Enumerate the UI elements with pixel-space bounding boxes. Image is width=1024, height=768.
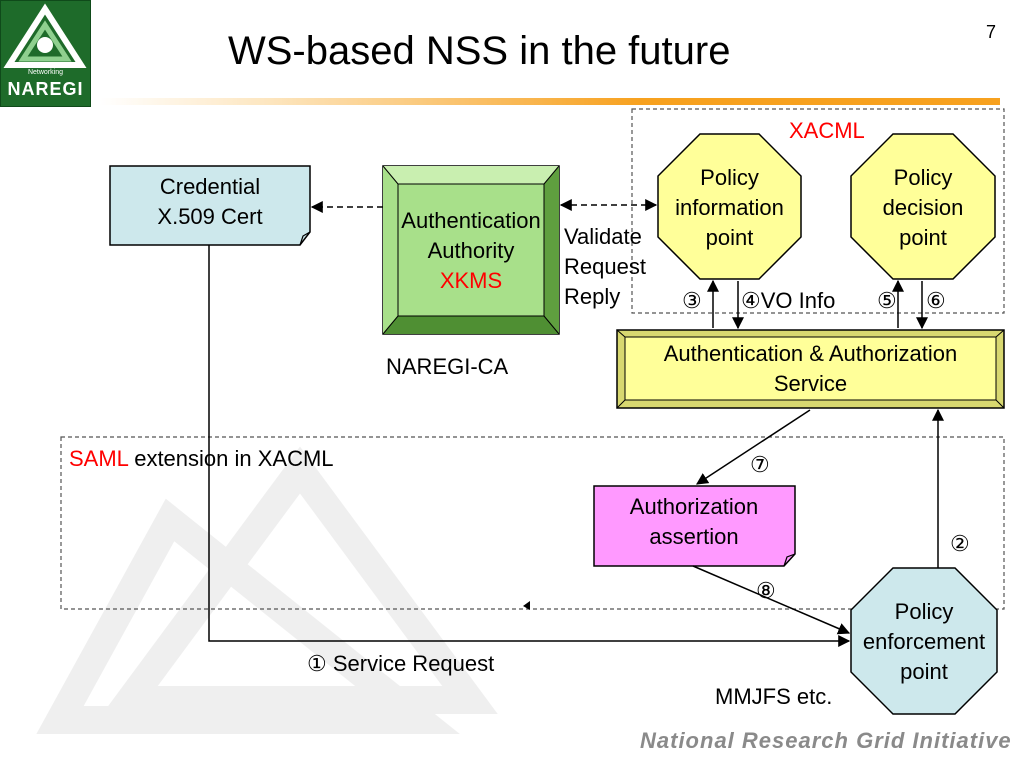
authority-line2: Authority bbox=[427, 238, 515, 263]
pdp-line1: Policy bbox=[893, 165, 953, 190]
pep-line2: enforcement bbox=[862, 629, 986, 654]
step1-label: ① Service Request bbox=[307, 651, 495, 676]
step4-label: ④VO Info bbox=[741, 288, 836, 313]
credential-line1: Credential bbox=[159, 174, 261, 199]
edge-step1 bbox=[208, 245, 851, 647]
slide-title: WS-based NSS in the future bbox=[228, 29, 731, 73]
authority-line3: XKMS bbox=[439, 268, 503, 293]
aas-line1: Authentication & Authorization bbox=[663, 341, 958, 366]
triangle-logo-icon bbox=[3, 3, 87, 68]
pdp-text: Policy decision point bbox=[851, 163, 995, 253]
pdp-octagon bbox=[850, 133, 996, 280]
pep-caption: MMJFS etc. bbox=[715, 684, 833, 709]
authority-caption: NAREGI-CA bbox=[386, 354, 509, 379]
pep-octagon bbox=[850, 567, 998, 715]
validate-line1: Validate bbox=[564, 224, 642, 249]
validate-label: Validate Request Reply bbox=[564, 222, 646, 312]
xacml-region bbox=[631, 108, 1005, 314]
aas-line2: Service bbox=[773, 371, 848, 396]
pip-line2: information bbox=[675, 195, 784, 220]
pdp-line2: decision bbox=[882, 195, 964, 220]
assertion-text: Authorization assertion bbox=[594, 492, 794, 552]
pip-line1: Policy bbox=[700, 165, 759, 190]
saml-region bbox=[60, 436, 1005, 610]
pdp-line3: point bbox=[899, 225, 947, 250]
page-number: 7 bbox=[986, 22, 997, 42]
pep-line3: point bbox=[900, 659, 948, 684]
pip-text: Policy information point bbox=[658, 163, 801, 253]
saml-label: SAML extension in XACML bbox=[69, 444, 334, 474]
saml-label-red: SAML bbox=[69, 446, 129, 471]
authority-text: Authentication Authority XKMS bbox=[383, 206, 559, 296]
step3-label: ③ bbox=[682, 288, 702, 313]
assertion-box bbox=[593, 485, 796, 567]
assertion-line2: assertion bbox=[649, 524, 739, 549]
xacml-label: XACML bbox=[789, 118, 865, 143]
pip-line3: point bbox=[705, 225, 754, 250]
logo-tagline: Networking bbox=[27, 69, 63, 76]
validate-line3: Reply bbox=[564, 284, 621, 309]
credential-box bbox=[109, 165, 311, 246]
step8-label: ⑧ bbox=[756, 578, 776, 603]
validate-line2: Request bbox=[564, 254, 646, 279]
credential-text: Credential X.509 Cert bbox=[110, 172, 310, 232]
aas-box bbox=[616, 329, 1005, 409]
stray-arrowhead bbox=[523, 601, 530, 610]
watermark-graphic bbox=[36, 446, 498, 734]
edge-step8 bbox=[692, 565, 851, 635]
pip-octagon bbox=[657, 133, 802, 280]
pep-text: Policy enforcement point bbox=[851, 597, 997, 687]
assertion-line1: Authorization bbox=[629, 494, 759, 519]
title-rule bbox=[100, 98, 1000, 105]
step6-label: ⑥ bbox=[926, 288, 946, 313]
footer-text: National Research Grid Initiative bbox=[640, 728, 1012, 753]
credential-line2: X.509 Cert bbox=[157, 204, 263, 229]
authority-line1: Authentication bbox=[401, 208, 541, 233]
step5-label: ⑤ bbox=[877, 288, 897, 313]
step7-label: ⑦ bbox=[750, 452, 770, 477]
naregi-logo: Networking NAREGI bbox=[0, 0, 91, 107]
aas-text: Authentication & Authorization Service bbox=[617, 339, 1004, 399]
edge-step7 bbox=[695, 409, 811, 485]
pep-line1: Policy bbox=[894, 599, 954, 624]
authority-box bbox=[382, 165, 560, 335]
step2-label: ② bbox=[950, 531, 970, 556]
saml-label-rest: extension in XACML bbox=[128, 446, 334, 471]
logo-name: NAREGI bbox=[7, 79, 84, 99]
